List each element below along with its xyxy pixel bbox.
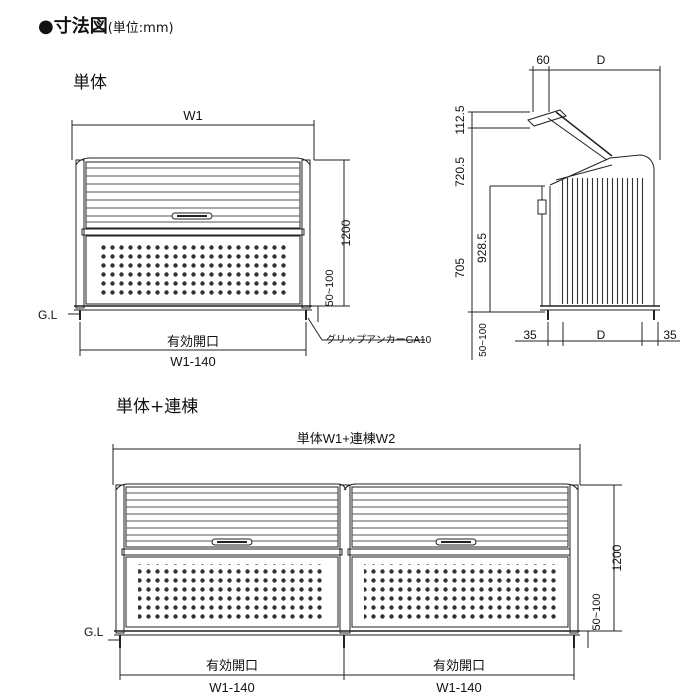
title-unit: (単位:mm) [107,21,174,36]
single-gap-label: 50~100 [324,269,336,306]
single-gl-label: G.L [38,308,58,322]
shutter-panel [85,161,301,229]
single-opening-width: W1-140 [170,354,216,369]
side-left-margin: 35 [523,328,537,342]
right-post [301,159,311,309]
combined-opening-right-width: W1-140 [436,680,482,695]
combined-gl-label: G.L [84,625,104,639]
perforated-panel [85,235,301,305]
side-gap-label: 50~100 [478,323,489,357]
combined-gap-label: 50~100 [591,593,603,630]
combined-opening-left: 有効開口 [206,658,258,673]
side-dim-9285: 928.5 [475,233,489,263]
combined-opening-left-width: W1-140 [209,680,255,695]
side-dim-7205: 720.5 [453,157,467,187]
side-view [468,66,680,360]
single-opening-label: 有効開口 [167,334,219,349]
page-title: ●寸法図(単位:mm) [38,12,174,38]
single-front-view [68,120,425,356]
side-top-depth: D [597,53,606,67]
side-dim-705: 705 [453,258,467,278]
section-combined-heading: 単体+連棟 [116,397,199,417]
right-shutter-panel [351,486,569,548]
combined-opening-right: 有効開口 [433,658,485,673]
right-perforated-panel [351,556,569,628]
side-top-offset: 60 [536,53,550,67]
combined-width-label: 単体W1+連棟W2 [297,431,396,446]
anchor-label: グリップアンカーGA10 [326,333,432,346]
side-dim-1125: 112.5 [453,105,467,134]
side-right-margin: 35 [663,328,677,342]
left-perforated-panel [125,556,339,628]
single-width-label: W1 [183,108,203,123]
single-height-label: 1200 [339,219,353,246]
title-main: ●寸法図 [38,16,108,37]
section-single-heading: 単体 [73,73,107,93]
combined-front-view [108,444,622,680]
side-bottom-depth: D [597,328,606,342]
left-shutter-panel [125,486,339,548]
combined-height-label: 1200 [610,544,624,571]
left-post [75,159,85,309]
